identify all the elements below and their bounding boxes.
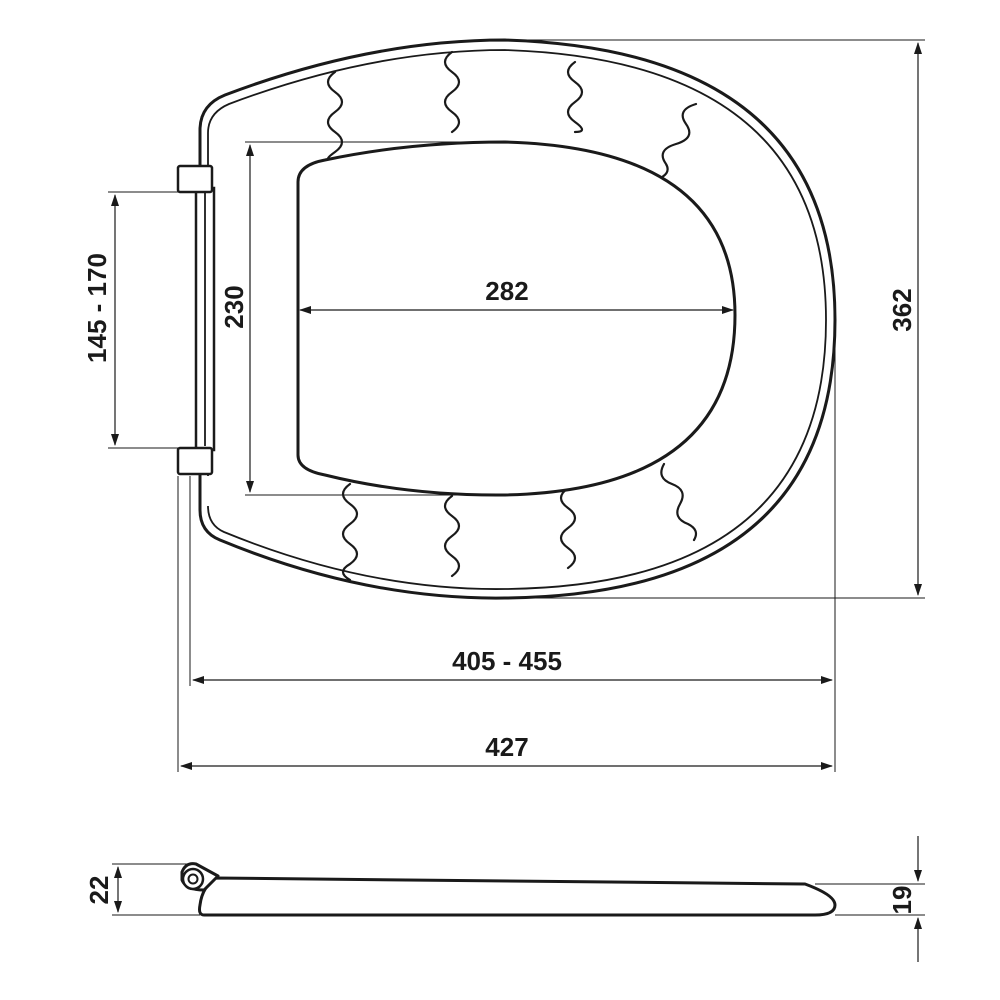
rib-waves-bottom: [341, 462, 698, 582]
dimension-inner-width: 282: [299, 276, 734, 314]
dimension-fixing-range: 405 - 455: [189, 330, 836, 772]
dimension-inner-length: 230: [219, 141, 505, 496]
dimension-front-height-label: 19: [887, 886, 917, 915]
dimension-overall-width-label: 362: [887, 288, 917, 331]
hinge-block-top: [176, 164, 214, 194]
dimension-hinge-height: 22: [84, 863, 200, 916]
side-view: [180, 862, 837, 917]
dimension-inner-width-label: 282: [485, 276, 528, 306]
dimension-hinge-spacing-label: 145 - 170: [82, 253, 112, 363]
dimension-front-height: 19: [815, 836, 925, 962]
dimension-hinge-height-label: 22: [84, 876, 114, 905]
top-view: [176, 38, 837, 600]
dimension-overall-length-label: 427: [485, 732, 528, 762]
seat-opening: [296, 140, 737, 497]
dimension-hinge-spacing: 145 - 170: [82, 191, 178, 449]
hinge-pivot-hole: [187, 873, 199, 885]
dimension-inner-length-label: 230: [219, 285, 249, 328]
rib-waves-top: [326, 50, 698, 182]
seat-side-profile: [198, 876, 837, 917]
hinge-block-bottom: [176, 446, 214, 476]
dimension-overall-length: 427: [177, 476, 833, 772]
dimension-fixing-range-label: 405 - 455: [452, 646, 562, 676]
dimension-overall-width: 362: [505, 39, 925, 599]
